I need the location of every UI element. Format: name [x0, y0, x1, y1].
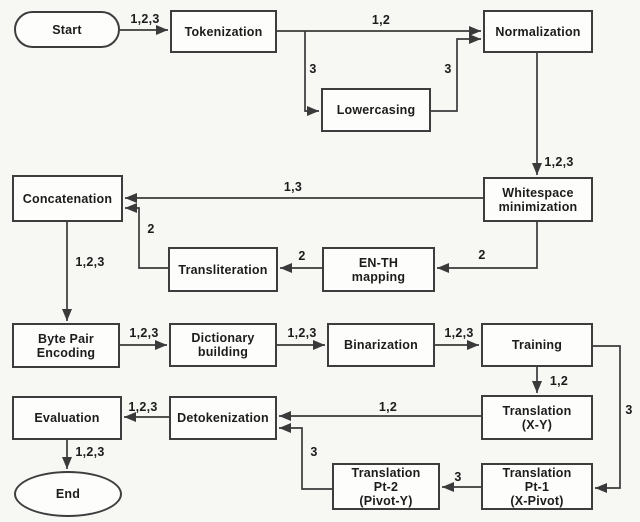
edge-label-translation-pt-1-to-translation-pt-2: 3 [454, 470, 462, 484]
edge-label-normalization-to-whitespace-minimization: 1,2,3 [544, 155, 574, 169]
node-tokenization: Tokenization [170, 10, 277, 53]
edge-lowercasing-to-normalization [431, 34, 481, 112]
edge-label-tokenization-to-lowercasing: 3 [309, 62, 317, 76]
node-byte-pair-encoding: Byte Pair Encoding [12, 323, 120, 368]
edge-label-training-to-translation-x-y: 1,2 [549, 374, 569, 388]
edge-label-transliteration-to-concatenation: 2 [147, 222, 155, 236]
node-binarization: Binarization [327, 323, 435, 367]
edge-translation-pt-2-to-detokenization [279, 423, 332, 490]
node-translation-pt-1: Translation Pt-1 (X-Pivot) [481, 463, 593, 510]
node-detokenization: Detokenization [169, 396, 277, 440]
edge-label-whitespace-minimization-to-concatenation: 1,3 [283, 180, 303, 194]
edge-label-translation-pt-2-to-detokenization: 3 [310, 445, 318, 459]
node-evaluation: Evaluation [12, 396, 122, 440]
edge-label-byte-pair-encoding-to-dictionary-building: 1,2,3 [129, 326, 159, 340]
node-translation-x-y: Translation (X-Y) [481, 395, 593, 440]
edge-label-whitespace-minimization-to-en-th-mapping: 2 [478, 248, 486, 262]
edge-label-dictionary-building-to-binarization: 1,2,3 [287, 326, 317, 340]
edge-label-en-th-mapping-to-transliteration: 2 [298, 249, 306, 263]
edge-label-lowercasing-to-normalization: 3 [444, 62, 452, 76]
edge-label-translation-x-y-to-detokenization: 1,2 [378, 400, 398, 414]
edge-whitespace-minimization-to-en-th-mapping [437, 222, 538, 273]
node-dictionary-building: Dictionary building [169, 323, 277, 367]
edge-label-evaluation-to-end: 1,2,3 [75, 445, 105, 459]
node-transliteration: Transliteration [168, 247, 278, 292]
edge-label-start-to-tokenization: 1,2,3 [130, 12, 160, 26]
edge-label-detokenization-to-evaluation: 1,2,3 [128, 400, 158, 414]
edge-label-training-to-translation-pt-1: 3 [625, 403, 633, 417]
edge-tokenization-to-lowercasing [304, 31, 319, 116]
edge-label-binarization-to-training: 1,2,3 [444, 326, 474, 340]
node-training: Training [481, 323, 593, 367]
node-concatenation: Concatenation [12, 175, 123, 222]
edge-label-concatenation-to-byte-pair-encoding: 1,2,3 [75, 255, 105, 269]
edge-transliteration-to-concatenation [125, 203, 168, 269]
node-en-th-mapping: EN-TH mapping [322, 247, 435, 292]
node-normalization: Normalization [483, 10, 593, 53]
node-whitespace-minimization: Whitespace minimization [483, 177, 593, 222]
edge-label-tokenization-to-normalization: 1,2 [371, 13, 391, 27]
edge-training-to-translation-pt-1 [593, 345, 621, 493]
node-end: End [14, 471, 122, 517]
node-start: Start [14, 11, 120, 48]
node-lowercasing: Lowercasing [321, 88, 431, 132]
node-translation-pt-2: Translation Pt-2 (Pivot-Y) [332, 463, 440, 510]
